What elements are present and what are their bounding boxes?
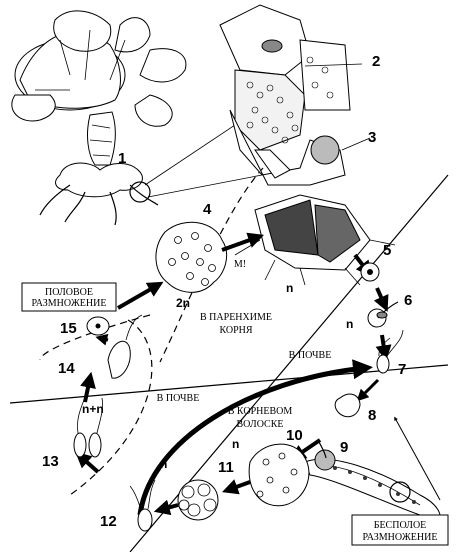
stage-9-root-hair [305,440,440,520]
stage-10-plasmodium-n [249,444,309,506]
stage-number-6: 6 [404,292,412,309]
ploidy-n-parenchyma: n [286,281,293,295]
stage-number-14: 14 [58,360,75,377]
ploidy-2n: 2n [176,296,190,310]
asexual-reproduction-box: БЕСПОЛОЕ РАЗМНОЖЕНИЕ [352,515,448,545]
stage-number-9: 9 [340,439,348,456]
zone-label-soil-right: В ПОЧВЕ [289,350,332,361]
sexual-label-line1: ПОЛОВОЕ [45,287,93,298]
meiosis-label: М! [234,259,246,270]
stage-number-15: 15 [60,320,77,337]
zone-label-parenchyma-1: В ПАРЕНХИМЕ [200,312,272,323]
asexual-label-line1: БЕСПОЛОЕ [374,520,427,531]
stage-number-8: 8 [368,407,376,424]
stage-number-1: 1 [118,150,126,167]
ploidy-n-soil: n [346,317,353,331]
stage-14-zygote [108,315,142,378]
ploidy-n-root-hair: n [232,437,239,451]
zone-label-soil-left: В ПОЧВЕ [157,393,200,404]
stage-number-12: 12 [100,513,117,530]
stage-number-4: 4 [203,201,212,218]
stage-number-11: 11 [218,459,234,476]
zone-label-root-hair-2: ВОЛОСКЕ [237,419,284,430]
zone-label-root-hair-1: В КОРНЕВОМ [228,406,293,417]
stage-11-zoosporangium [178,480,218,520]
pointer-line [342,138,370,150]
stage-number-2: 2 [372,53,380,70]
stage-5-resting-spore [361,263,379,281]
pointer-line [145,125,235,185]
pointer-line [148,175,262,197]
stage-number-5: 5 [383,242,391,259]
plasmodium-2n [156,222,227,292]
stage-8-amoeboid [335,394,360,417]
ploidy-n-lower: n [160,457,167,471]
cabbage-plant-illustration [12,11,186,225]
zone-label-parenchyma-2: КОРНЯ [219,325,252,336]
sexual-label-line2: РАЗМНОЖЕНИЕ [32,298,107,309]
sexual-reproduction-box: ПОЛОВОЕ РАЗМНОЖЕНИЕ [22,283,116,311]
stage-number-13: 13 [42,453,59,470]
stage-number-3: 3 [368,129,376,146]
asexual-label-line2: РАЗМНОЖЕНИЕ [363,532,438,543]
ploidy-n-plus-n: n+n [82,402,104,416]
stage-number-10: 10 [286,427,303,444]
stage-15-amoeboid-zygote [87,317,109,335]
stage-number-7: 7 [398,361,406,378]
infected-root-cells-illustration [220,5,350,185]
